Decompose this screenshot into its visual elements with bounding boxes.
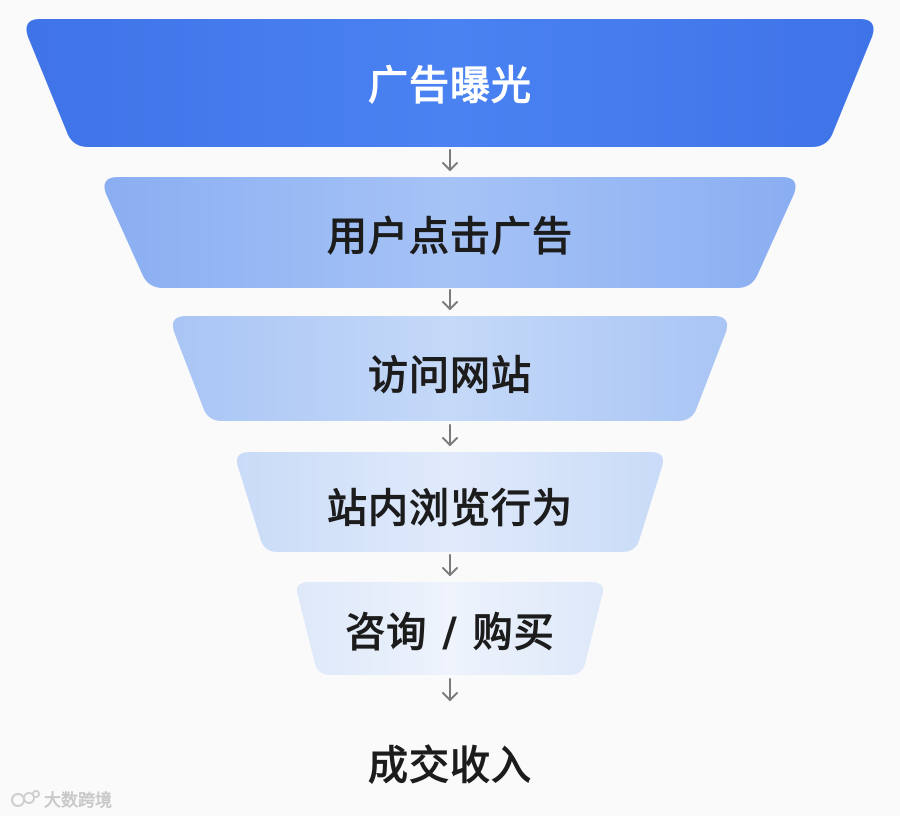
funnel-outcome-label: 成交收入 (368, 743, 532, 789)
funnel-stage-2-shape (104, 177, 796, 288)
arrow-down-icon (442, 424, 458, 446)
watermark: 大数跨境 (10, 786, 112, 811)
watermark-text: 大数跨境 (44, 791, 112, 811)
funnel-stage-3-label: 访问网站 (368, 353, 532, 399)
arrow-down-icon (442, 678, 458, 701)
funnel-stage-3-shape (172, 316, 728, 421)
arrow-down-icon (442, 149, 458, 171)
funnel-stage-5-shape (296, 582, 604, 675)
funnel-stage-1-label: 广告曝光 (368, 63, 532, 109)
funnel-stage-2-label: 用户点击广告 (327, 214, 573, 260)
funnel-stage-4-label: 站内浏览行为 (327, 486, 573, 532)
funnel-stage-5-label: 咨询 / 购买 (345, 610, 555, 656)
brand-logo-icon (11, 789, 40, 807)
funnel-stage-4-shape (236, 452, 664, 552)
funnel-stage-1-shape (26, 19, 874, 147)
arrow-down-icon (442, 289, 458, 310)
arrow-down-icon (442, 554, 458, 576)
